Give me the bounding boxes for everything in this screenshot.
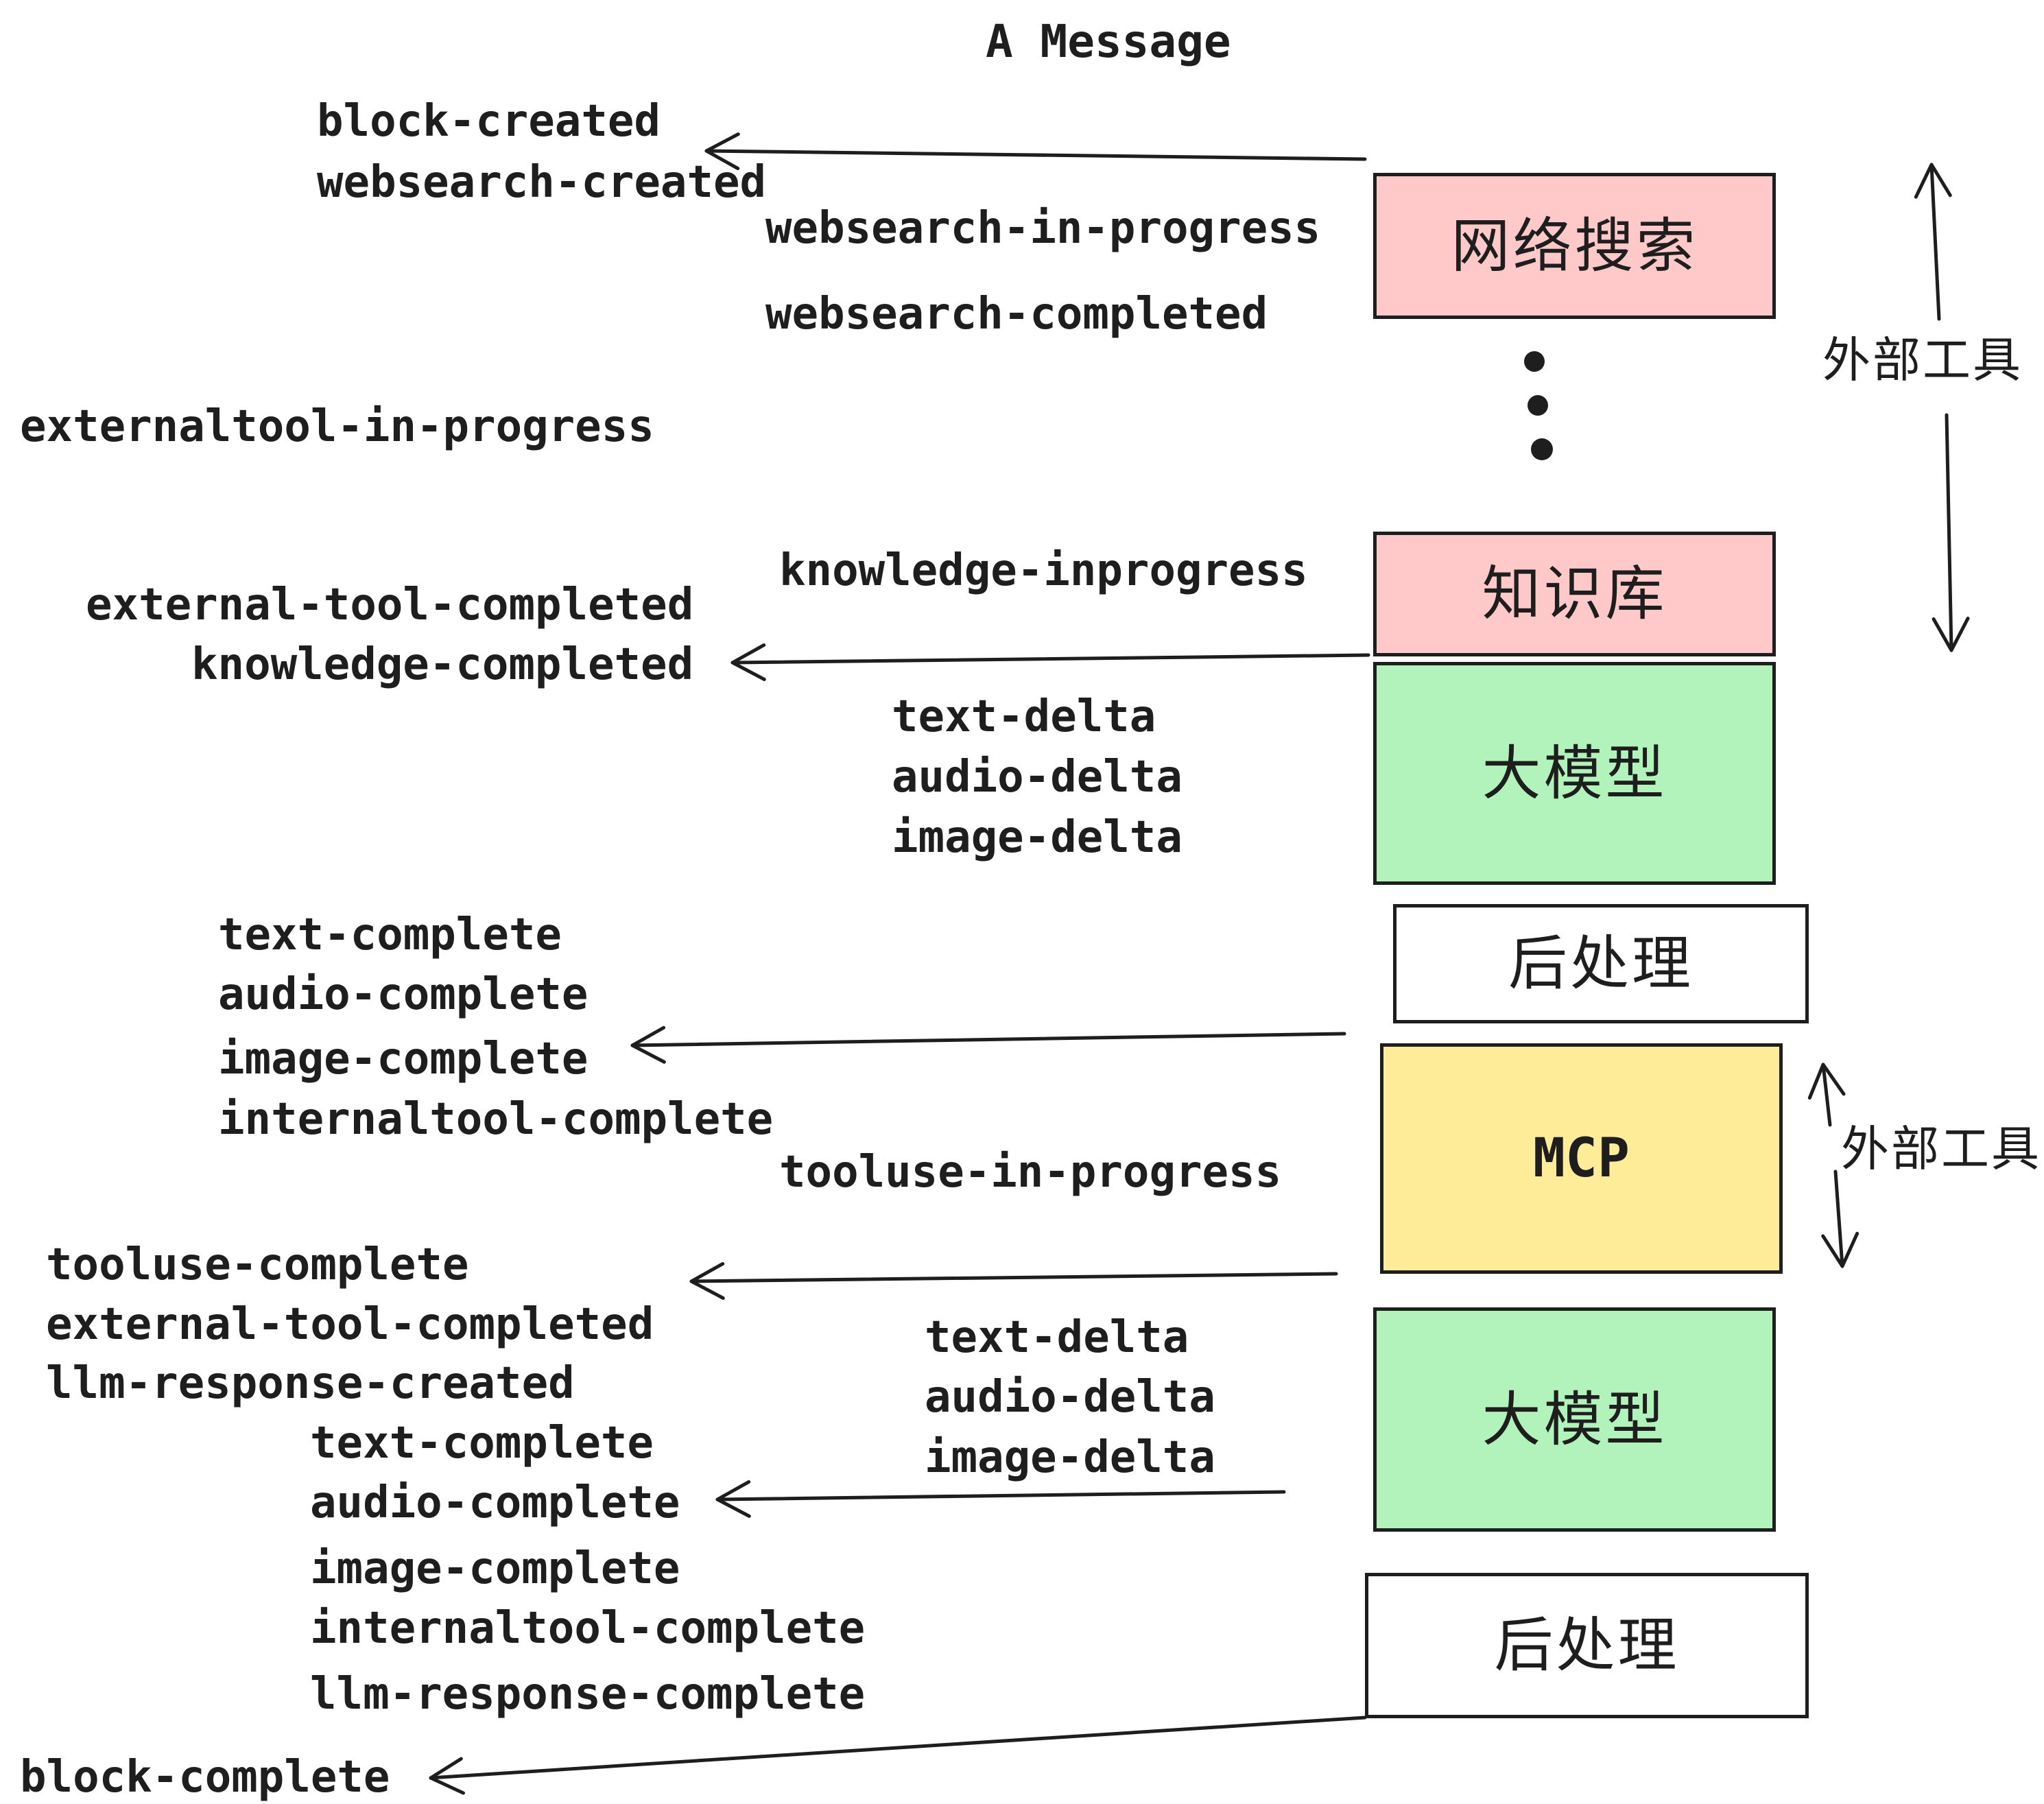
event-block-created: block-created [317, 96, 661, 147]
event-text-complete-2: text-complete [310, 1418, 654, 1469]
arrow-mcp-to-tooluse-complete-icon [689, 1261, 1338, 1300]
box-websearch: 网络搜索 [1373, 173, 1776, 319]
ellipsis-dots-icon [1524, 351, 1553, 460]
event-external-tool-completed-2: external-tool-completed [46, 1299, 654, 1350]
event-tooluse-complete: tooluse-complete [46, 1239, 469, 1290]
box-websearch-label: 网络搜索 [1451, 211, 1698, 281]
arrow-llm1-to-knowledge-completed-icon [730, 643, 1370, 681]
event-audio-delta-1: audio-delta [892, 752, 1183, 803]
box-knowledge-label: 知识库 [1482, 560, 1667, 628]
event-image-delta-2: image-delta [925, 1432, 1215, 1483]
event-externaltool-in-progress: externaltool-in-progress [20, 401, 654, 452]
box-postprocess-1-label: 后处理 [1508, 929, 1694, 998]
box-llm-2-label: 大模型 [1482, 1385, 1667, 1454]
box-postprocess-2: 后处理 [1365, 1573, 1809, 1718]
event-knowledge-completed: knowledge-completed [191, 639, 694, 690]
arrow-postprocess2-to-block-complete-icon [429, 1716, 1367, 1795]
box-llm-1: 大模型 [1373, 662, 1776, 885]
event-tooluse-in-progress: tooluse-in-progress [779, 1147, 1282, 1198]
event-internaltool-complete-2: internaltool-complete [310, 1603, 866, 1654]
external-tools-label-mcp: 外部工具 [1841, 1121, 2041, 1177]
event-websearch-created: websearch-created [317, 157, 767, 208]
ellipsis-dot [1528, 395, 1548, 416]
mcp-external-tools-down-arrow-icon [1821, 1170, 1859, 1268]
box-postprocess-2-label: 后处理 [1494, 1611, 1680, 1680]
event-llm-response-created: llm-response-created [46, 1358, 575, 1409]
event-text-delta-2: text-delta [925, 1312, 1189, 1363]
event-audio-complete-1: audio-complete [218, 969, 589, 1020]
page-title: A Message [986, 15, 1231, 68]
event-internaltool-complete-1: internaltool-complete [218, 1094, 774, 1145]
ellipsis-dot [1524, 351, 1545, 372]
event-external-tool-completed-1: external-tool-completed [86, 580, 694, 630]
event-text-complete-1: text-complete [218, 910, 562, 960]
event-image-complete-2: image-complete [310, 1543, 680, 1594]
box-llm-1-label: 大模型 [1482, 739, 1667, 808]
box-mcp-label: MCP [1533, 1128, 1630, 1189]
event-audio-delta-2: audio-delta [925, 1372, 1215, 1423]
external-tools-down-arrow-icon [1932, 413, 1970, 652]
event-websearch-in-progress: websearch-in-progress [765, 203, 1321, 254]
event-text-delta-1: text-delta [892, 691, 1156, 742]
arrow-websearch-to-block-created-icon [704, 132, 1367, 171]
arrow-postprocess1-to-image-complete-icon [630, 1025, 1346, 1064]
event-image-complete-1: image-complete [218, 1034, 589, 1084]
arrow-llm2-to-audio-complete-icon [715, 1480, 1286, 1518]
event-image-delta-1: image-delta [892, 812, 1183, 863]
ellipsis-dot [1531, 438, 1553, 460]
event-llm-response-complete: llm-response-complete [310, 1669, 866, 1720]
box-postprocess-1: 后处理 [1393, 904, 1809, 1023]
event-knowledge-inprogress: knowledge-inprogress [779, 545, 1308, 596]
box-knowledge: 知识库 [1373, 532, 1776, 656]
event-block-complete: block-complete [20, 1752, 390, 1803]
event-audio-complete-2: audio-complete [310, 1477, 680, 1528]
box-llm-2: 大模型 [1373, 1307, 1776, 1532]
event-websearch-completed: websearch-completed [765, 289, 1268, 340]
external-tools-label-top: 外部工具 [1822, 332, 2023, 388]
external-tools-up-arrow-icon [1914, 163, 1952, 321]
box-mcp: MCP [1380, 1043, 1783, 1274]
mcp-external-tools-up-arrow-icon [1807, 1063, 1846, 1127]
